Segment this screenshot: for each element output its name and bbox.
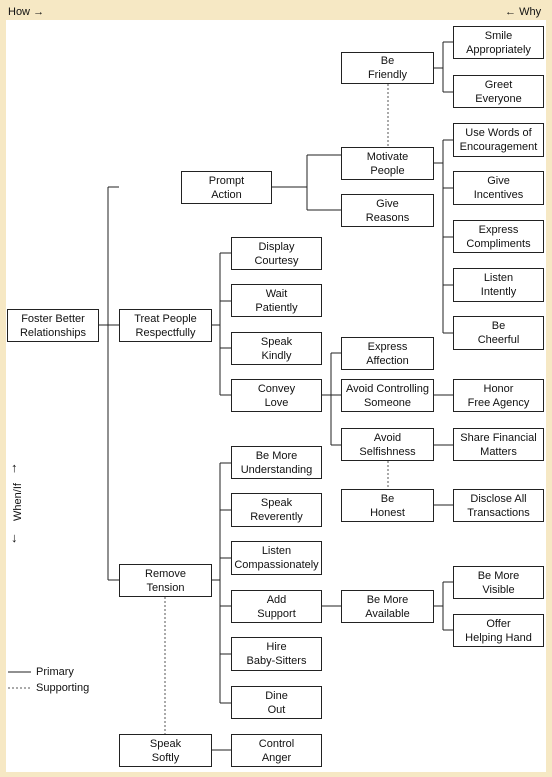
node-display-courtesy[interactable]: Display Courtesy	[231, 237, 322, 270]
node-greet-everyone[interactable]: Greet Everyone	[453, 75, 544, 108]
node-add-support[interactable]: Add Support	[231, 590, 322, 623]
how-text: How	[8, 6, 31, 18]
down-arrow-icon: ↓	[11, 530, 18, 545]
node-smile-appropriately[interactable]: Smile Appropriately	[453, 26, 544, 59]
node-speak-softly[interactable]: Speak Softly	[119, 734, 212, 767]
how-label: How →	[8, 6, 44, 18]
right-arrow-icon: →	[33, 6, 45, 18]
node-give-reasons[interactable]: Give Reasons	[341, 194, 434, 227]
link-available	[434, 581, 453, 631]
node-treat-people-respectfully[interactable]: Treat People Respectfully	[119, 309, 212, 342]
link-remove	[212, 462, 231, 704]
why-text: Why	[519, 6, 542, 18]
node-wait-patiently[interactable]: Wait Patiently	[231, 284, 322, 317]
link-foster	[99, 186, 119, 581]
legend-supporting: Supporting	[36, 682, 90, 694]
node-motivate-people[interactable]: Motivate People	[341, 147, 434, 180]
node-avoid-controlling-someone[interactable]: Avoid Controlling Someone	[341, 379, 434, 412]
node-offer-helping-hand[interactable]: Offer Helping Hand	[453, 614, 544, 647]
node-give-incentives[interactable]: Give Incentives	[453, 171, 544, 205]
node-be-cheerful[interactable]: Be Cheerful	[453, 316, 544, 350]
link-motivate	[434, 139, 453, 334]
link-love	[322, 352, 341, 446]
node-dine-out[interactable]: Dine Out	[231, 686, 322, 719]
node-be-more-understanding[interactable]: Be More Understanding	[231, 446, 322, 479]
node-remove-tension[interactable]: Remove Tension	[119, 564, 212, 597]
node-listen-compassionately[interactable]: Listen Compassionately	[231, 541, 322, 575]
link-friendly	[434, 41, 453, 93]
node-share-financial-matters[interactable]: Share Financial Matters	[453, 428, 544, 461]
node-prompt-action[interactable]: Prompt Action	[181, 171, 272, 204]
legend-primary: Primary	[36, 666, 74, 678]
left-arrow-icon: ←	[505, 6, 516, 18]
node-control-anger[interactable]: Control Anger	[231, 734, 322, 767]
node-speak-kindly[interactable]: Speak Kindly	[231, 332, 322, 365]
node-be-more-available[interactable]: Be More Available	[341, 590, 434, 623]
node-be-more-visible[interactable]: Be More Visible	[453, 566, 544, 599]
node-be-honest[interactable]: Be Honest	[341, 489, 434, 522]
node-hire-baby-sitters[interactable]: Hire Baby-Sitters	[231, 637, 322, 671]
node-disclose-all-transactions[interactable]: Disclose All Transactions	[453, 489, 544, 522]
node-honor-free-agency[interactable]: Honor Free Agency	[453, 379, 544, 412]
node-listen-intently[interactable]: Listen Intently	[453, 268, 544, 302]
node-be-friendly[interactable]: Be Friendly	[341, 52, 434, 84]
link-treat	[212, 252, 231, 396]
up-arrow-icon: ↑	[11, 460, 18, 475]
node-foster-better-relationships[interactable]: Foster Better Relationships	[7, 309, 99, 342]
node-convey-love[interactable]: Convey Love	[231, 379, 322, 412]
node-speak-reverently[interactable]: Speak Reverently	[231, 493, 322, 527]
why-label: ← Why	[505, 6, 541, 18]
node-avoid-selfishness[interactable]: Avoid Selfishness	[341, 428, 434, 461]
when-if-label: When/If	[12, 483, 24, 521]
node-use-words-of-encouragement[interactable]: Use Words of Encouragement	[453, 123, 544, 157]
link-prompt	[272, 154, 341, 211]
node-express-compliments[interactable]: Express Compliments	[453, 220, 544, 253]
node-express-affection[interactable]: Express Affection	[341, 337, 434, 370]
